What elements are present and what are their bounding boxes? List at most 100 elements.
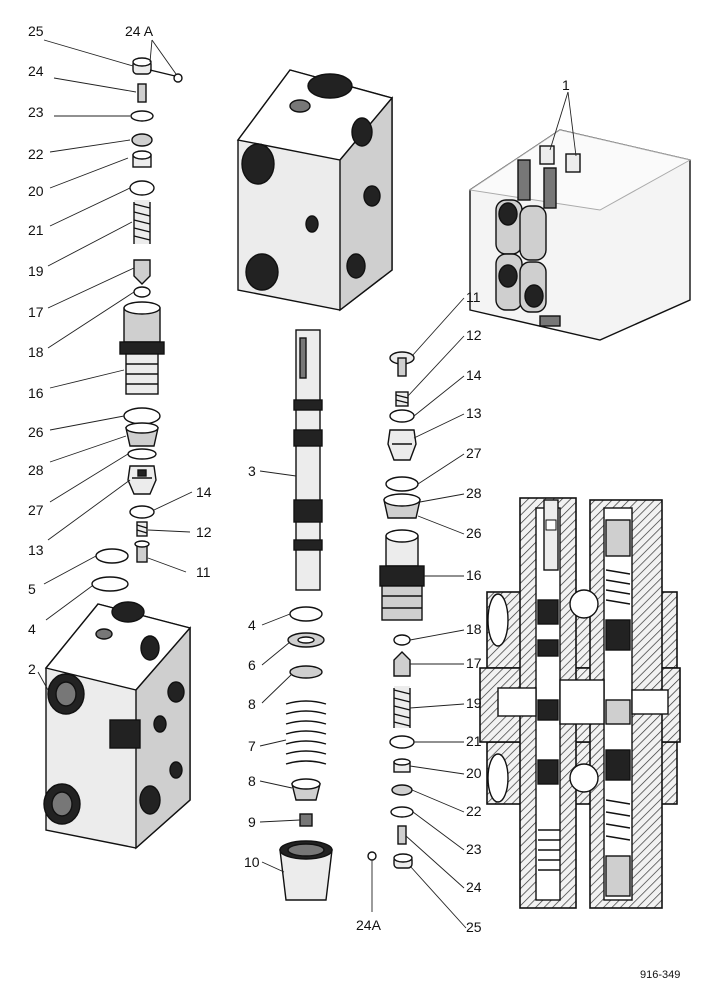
oring-4-left <box>91 576 129 592</box>
callout-left-19: 19 <box>28 263 44 279</box>
pin-24-left <box>137 83 147 103</box>
oring-27-left <box>127 448 157 460</box>
leader-lines <box>37 39 577 929</box>
callout-right-19: 19 <box>466 695 482 711</box>
callout-left-21: 21 <box>28 222 44 238</box>
cup-20-left <box>132 150 152 168</box>
callout-right-28: 28 <box>466 485 482 501</box>
callout-center-8-upper: 8 <box>248 696 256 712</box>
callout-left-24a: 24 A <box>125 23 154 39</box>
right-relief-valve-stack <box>367 351 425 869</box>
callout-right-23: 23 <box>466 841 482 857</box>
clip-24a-left <box>149 69 183 83</box>
callout-center-9: 9 <box>248 814 256 830</box>
callout-left-16: 16 <box>28 385 44 401</box>
callout-left-14: 14 <box>196 484 212 500</box>
ring-26-left <box>123 407 161 425</box>
callout-right-24: 24 <box>466 879 482 895</box>
valve-assembly-1 <box>468 129 692 341</box>
clip-24a-right <box>367 851 377 861</box>
callout-right-22: 22 <box>466 803 482 819</box>
callout-left-2: 2 <box>28 661 36 677</box>
plug-11-right <box>389 351 415 377</box>
callout-right-20: 20 <box>466 765 482 781</box>
oring-5-left <box>95 548 129 564</box>
washer-22-right <box>391 784 413 796</box>
spring-seat-8-upper <box>289 665 323 679</box>
callout-left-23: 23 <box>28 104 44 120</box>
callout-right-12: 12 <box>466 327 482 343</box>
snap-ring-23-left <box>130 110 154 122</box>
callout-left-25: 25 <box>28 23 44 39</box>
snap-ring-23-right <box>390 806 414 818</box>
oring-14-right <box>389 409 415 423</box>
callout-left-24: 24 <box>28 63 44 79</box>
backup-28-left <box>125 422 159 447</box>
callout-right-24a: 24A <box>356 917 382 933</box>
callout-left-28: 28 <box>28 462 44 478</box>
check-13-right <box>387 429 417 461</box>
oring-18-left <box>133 286 151 298</box>
callout-left-4: 4 <box>28 621 36 637</box>
callout-left-18: 18 <box>28 344 44 360</box>
valve-body-2 <box>43 601 192 850</box>
callout-right-14: 14 <box>466 367 482 383</box>
spring-12-left <box>136 521 148 537</box>
valve-cross-section <box>479 497 681 909</box>
left-relief-valve-stack <box>91 57 183 592</box>
oring-21-left <box>129 180 155 196</box>
poppet-17-left <box>133 259 151 285</box>
callout-left-5: 5 <box>28 581 36 597</box>
callout-right-18: 18 <box>466 621 482 637</box>
callout-center-8-lower: 8 <box>248 773 256 789</box>
callout-left-27: 27 <box>28 502 44 518</box>
poppet-17-right <box>393 651 411 677</box>
callout-right-21: 21 <box>466 733 482 749</box>
cap-25-right <box>393 853 413 869</box>
check-13-left <box>127 465 157 495</box>
callout-center-3: 3 <box>248 463 256 479</box>
spool-washer-6 <box>287 632 325 648</box>
callout-left-11: 11 <box>196 564 211 580</box>
backup-28-right <box>383 493 421 519</box>
callout-left-20: 20 <box>28 183 44 199</box>
callout-right-16: 16 <box>466 567 482 583</box>
callout-left-13: 13 <box>28 542 44 558</box>
spring-19-left <box>133 200 151 244</box>
callout-center-7: 7 <box>248 738 256 754</box>
screw-9 <box>299 813 313 827</box>
pin-24-right <box>397 825 407 845</box>
spool-washer-4 <box>289 606 323 622</box>
callout-right-11: 11 <box>466 289 481 305</box>
figure-code: 916-349 <box>640 969 680 981</box>
oring-21-right <box>389 735 415 749</box>
callout-right-1: 1 <box>562 77 570 93</box>
spring-7 <box>285 700 327 765</box>
spring-12-right <box>395 391 409 407</box>
callout-right-27: 27 <box>466 445 482 461</box>
spool-3 <box>293 329 323 591</box>
callout-left-17: 17 <box>28 304 44 320</box>
section-body-top <box>236 69 394 312</box>
cap-10 <box>279 840 333 901</box>
relief-valve-16-right <box>379 529 425 621</box>
oring-27-right <box>385 476 419 492</box>
relief-valve-16-left <box>119 301 165 395</box>
callout-center-4: 4 <box>248 617 256 633</box>
callout-center-6: 6 <box>248 657 256 673</box>
callout-left-22: 22 <box>28 146 44 162</box>
spring-seat-8-lower <box>291 778 321 801</box>
callout-right-26: 26 <box>466 525 482 541</box>
callout-right-13: 13 <box>466 405 482 421</box>
cup-20-right <box>393 758 411 773</box>
plug-11-left <box>134 540 150 563</box>
cap-25-left <box>132 57 152 75</box>
callout-center-10: 10 <box>244 854 260 870</box>
callout-left-12: 12 <box>196 524 212 540</box>
oring-18-right <box>393 634 411 646</box>
callout-right-17: 17 <box>466 655 482 671</box>
callout-left-26: 26 <box>28 424 44 440</box>
oring-14-left <box>129 505 155 519</box>
callout-labels: 25 24 A 24 23 22 20 21 19 17 18 16 26 28… <box>28 23 570 935</box>
